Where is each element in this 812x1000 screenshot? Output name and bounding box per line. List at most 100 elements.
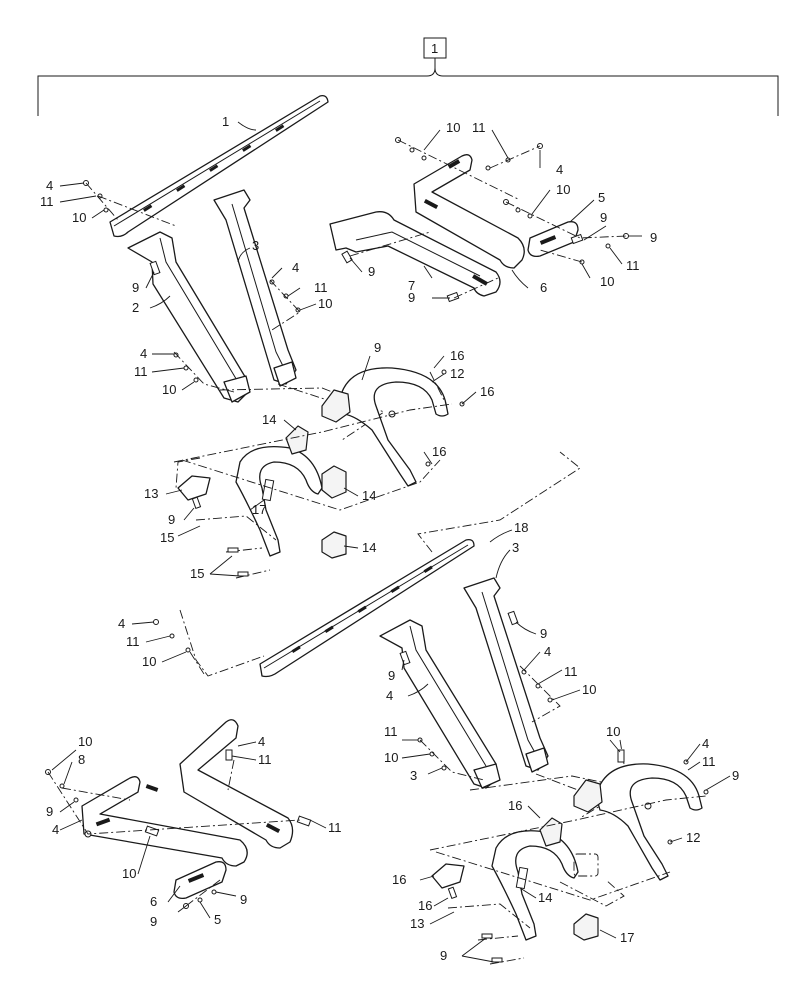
callout-label: 16: [480, 384, 494, 399]
callout-label: 14: [262, 412, 276, 427]
leg-2: [127, 231, 251, 403]
bracket-8: [179, 719, 294, 849]
callout-label: 4: [258, 734, 265, 749]
callout-label: 9: [540, 626, 547, 641]
upper-assembly-lines: [85, 139, 627, 441]
callout-label: 3: [512, 540, 519, 555]
callout-label: 9: [388, 668, 395, 683]
callout-label: 4: [544, 644, 551, 659]
callout-leaders: [51, 121, 731, 963]
callout-label: 10: [122, 866, 136, 881]
callout-label: 16: [450, 348, 464, 363]
clamp-14-lower-b: [539, 817, 563, 847]
assembly-bracket: 1: [37, 37, 779, 116]
callout-label: 11: [702, 754, 716, 769]
callout-label: 4: [702, 736, 709, 751]
callout-label: 16: [432, 444, 446, 459]
callout-label: 10: [556, 182, 570, 197]
callout-label: 4: [52, 822, 59, 837]
callout-label: 9: [240, 892, 247, 907]
callout-label: 3: [410, 768, 417, 783]
plate-5-upper: [527, 221, 579, 258]
callout-label: 4: [292, 260, 299, 275]
callout-label: 11: [40, 194, 54, 209]
callout-label: 17: [252, 502, 266, 517]
bracket-6-lower: [81, 776, 248, 867]
callout-label: 11: [328, 820, 342, 835]
callout-label: 4: [556, 162, 563, 177]
callout-label: 4: [140, 346, 147, 361]
callout-label: 9: [368, 264, 375, 279]
callout-label: 10: [142, 654, 156, 669]
callout-label: 9: [408, 290, 415, 305]
callout-label: 17: [620, 930, 634, 945]
callout-label: 10: [582, 682, 596, 697]
callout-label: 13: [410, 916, 424, 931]
clamp-14-lower-a: [573, 779, 603, 813]
clamp-14-upper-a: [321, 389, 351, 423]
callout-label: 11: [384, 724, 398, 739]
callout-label: 11: [626, 258, 640, 273]
beam-18: [259, 538, 475, 678]
callout-label: 4: [46, 178, 53, 193]
upper-hardware: [83, 137, 629, 383]
clamp-14-lower-c: [573, 913, 599, 941]
shank-12-lower: [595, 763, 703, 881]
callout-label: 14: [362, 488, 376, 503]
callout-label: 9: [650, 230, 657, 245]
callout-label: 11: [134, 364, 148, 379]
callout-label: 9: [600, 210, 607, 225]
callout-label: 10: [606, 724, 620, 739]
plate-5-lower: [173, 861, 227, 900]
shank-13-upper: [177, 445, 323, 557]
assembly-item-number: 1: [431, 41, 438, 56]
callout-label: 14: [538, 890, 552, 905]
callout-label: 4: [386, 688, 393, 703]
leg-3-lower-b: [463, 577, 549, 773]
callout-label: 18: [514, 520, 528, 535]
callout-label: 11: [314, 280, 328, 295]
callout-label: 12: [450, 366, 464, 381]
shank-13-lower: [431, 830, 579, 941]
callout-label: 3: [252, 238, 259, 253]
callout-label: 9: [440, 948, 447, 963]
shank-12-upper: [339, 367, 449, 487]
callout-label: 6: [540, 280, 547, 295]
callout-label: 10: [72, 210, 86, 225]
callout-label: 8: [78, 752, 85, 767]
callout-label: 11: [126, 634, 140, 649]
callout-label: 11: [472, 120, 486, 135]
callout-label: 9: [150, 914, 157, 929]
callout-label: 16: [508, 798, 522, 813]
callout-label: 9: [168, 512, 175, 527]
leg-3-upper: [213, 189, 297, 387]
callout-label: 5: [598, 190, 605, 205]
callout-label: 11: [564, 664, 578, 679]
callout-label: 9: [374, 340, 381, 355]
lower-shank-lines: [429, 739, 709, 965]
callout-label: 13: [144, 486, 158, 501]
callout-label: 5: [214, 912, 221, 927]
callout-label: 14: [362, 540, 376, 555]
callout-label: 9: [132, 280, 139, 295]
callout-label: 16: [418, 898, 432, 913]
callout-label: 1: [222, 114, 229, 129]
callout-label: 2: [132, 300, 139, 315]
callout-label: 9: [732, 768, 739, 783]
callout-label: 6: [150, 894, 157, 909]
callout-label: 15: [190, 566, 204, 581]
clamp-14-upper-c: [321, 465, 347, 499]
callout-label: 10: [162, 382, 176, 397]
callout-label: 10: [78, 734, 92, 749]
callout-label: 10: [318, 296, 332, 311]
beam-1: [109, 94, 329, 238]
callout-label: 4: [118, 616, 125, 631]
callout-label: 7: [408, 278, 415, 293]
callout-numbers: 4 11 10 1 3 4 11 10 9 2 4 11 10 10 11 4 …: [40, 114, 739, 963]
clamp-14-upper-b: [285, 425, 309, 455]
callout-label: 10: [600, 274, 614, 289]
callout-label: 9: [46, 804, 53, 819]
clamp-14-upper-d: [321, 531, 347, 559]
callout-label: 16: [392, 872, 406, 887]
